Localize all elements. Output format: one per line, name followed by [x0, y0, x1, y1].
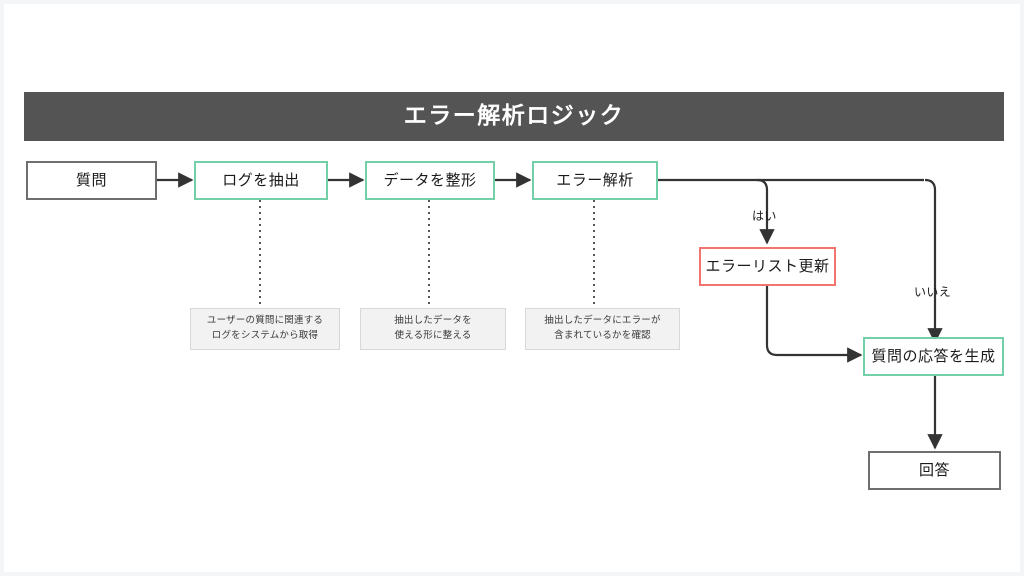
node-generate-answer[interactable]: 質問の応答を生成	[863, 337, 1004, 376]
node-question[interactable]: 質問	[26, 161, 157, 200]
node-answer[interactable]: 回答	[868, 451, 1001, 490]
note-analyze-error-line2: 含まれているかを確認	[554, 330, 651, 341]
node-format-data[interactable]: データを整形	[365, 161, 495, 200]
node-question-label: 質問	[75, 171, 107, 190]
note-format-data: 抽出したデータを使える形に整える	[360, 308, 506, 350]
edge-label-yes: はい	[752, 209, 777, 223]
note-analyze-error-text: 抽出したデータにエラーが含まれているかを確認	[539, 314, 665, 343]
note-format-data-line1: 抽出したデータを	[394, 315, 472, 327]
page-title: エラー解析ロジック	[403, 103, 625, 129]
node-analyze-error-label: エラー解析	[556, 171, 634, 190]
node-generate-answer-label: 質問の応答を生成	[871, 347, 996, 366]
slide-title-bar: エラー解析ロジック	[24, 92, 1004, 141]
note-extract-log-text: ユーザーの質問に関連するログをシステムから取得	[202, 314, 328, 343]
node-format-data-label: データを整形	[383, 171, 477, 190]
note-analyze-error-line1: 抽出したデータにエラーが	[544, 315, 661, 327]
node-update-error-list-label: エラーリスト更新	[705, 257, 830, 276]
slide-canvas: エラー解析ロジック	[4, 4, 1020, 572]
node-update-error-list[interactable]: エラーリスト更新	[699, 247, 836, 286]
edge-label-no: いいえ	[914, 285, 952, 299]
note-extract-log-line1: ユーザーの質問に関連する	[206, 315, 324, 327]
node-extract-log-label: ログを抽出	[222, 171, 300, 190]
node-answer-label: 回答	[918, 461, 950, 480]
note-format-data-line2: 使える形に整える	[394, 330, 472, 341]
edge-update-error-list-to-generate-answer	[765, 286, 863, 363]
node-analyze-error[interactable]: エラー解析	[532, 161, 658, 200]
note-format-data-text: 抽出したデータを使える形に整える	[389, 314, 477, 343]
node-extract-log[interactable]: ログを抽出	[194, 161, 328, 200]
edge-no-to-generate-answer	[924, 178, 943, 344]
note-extract-log-line2: ログをシステムから取得	[211, 330, 319, 341]
note-extract-log: ユーザーの質問に関連するログをシステムから取得	[190, 308, 340, 350]
note-analyze-error: 抽出したデータにエラーが含まれているかを確認	[525, 308, 680, 350]
